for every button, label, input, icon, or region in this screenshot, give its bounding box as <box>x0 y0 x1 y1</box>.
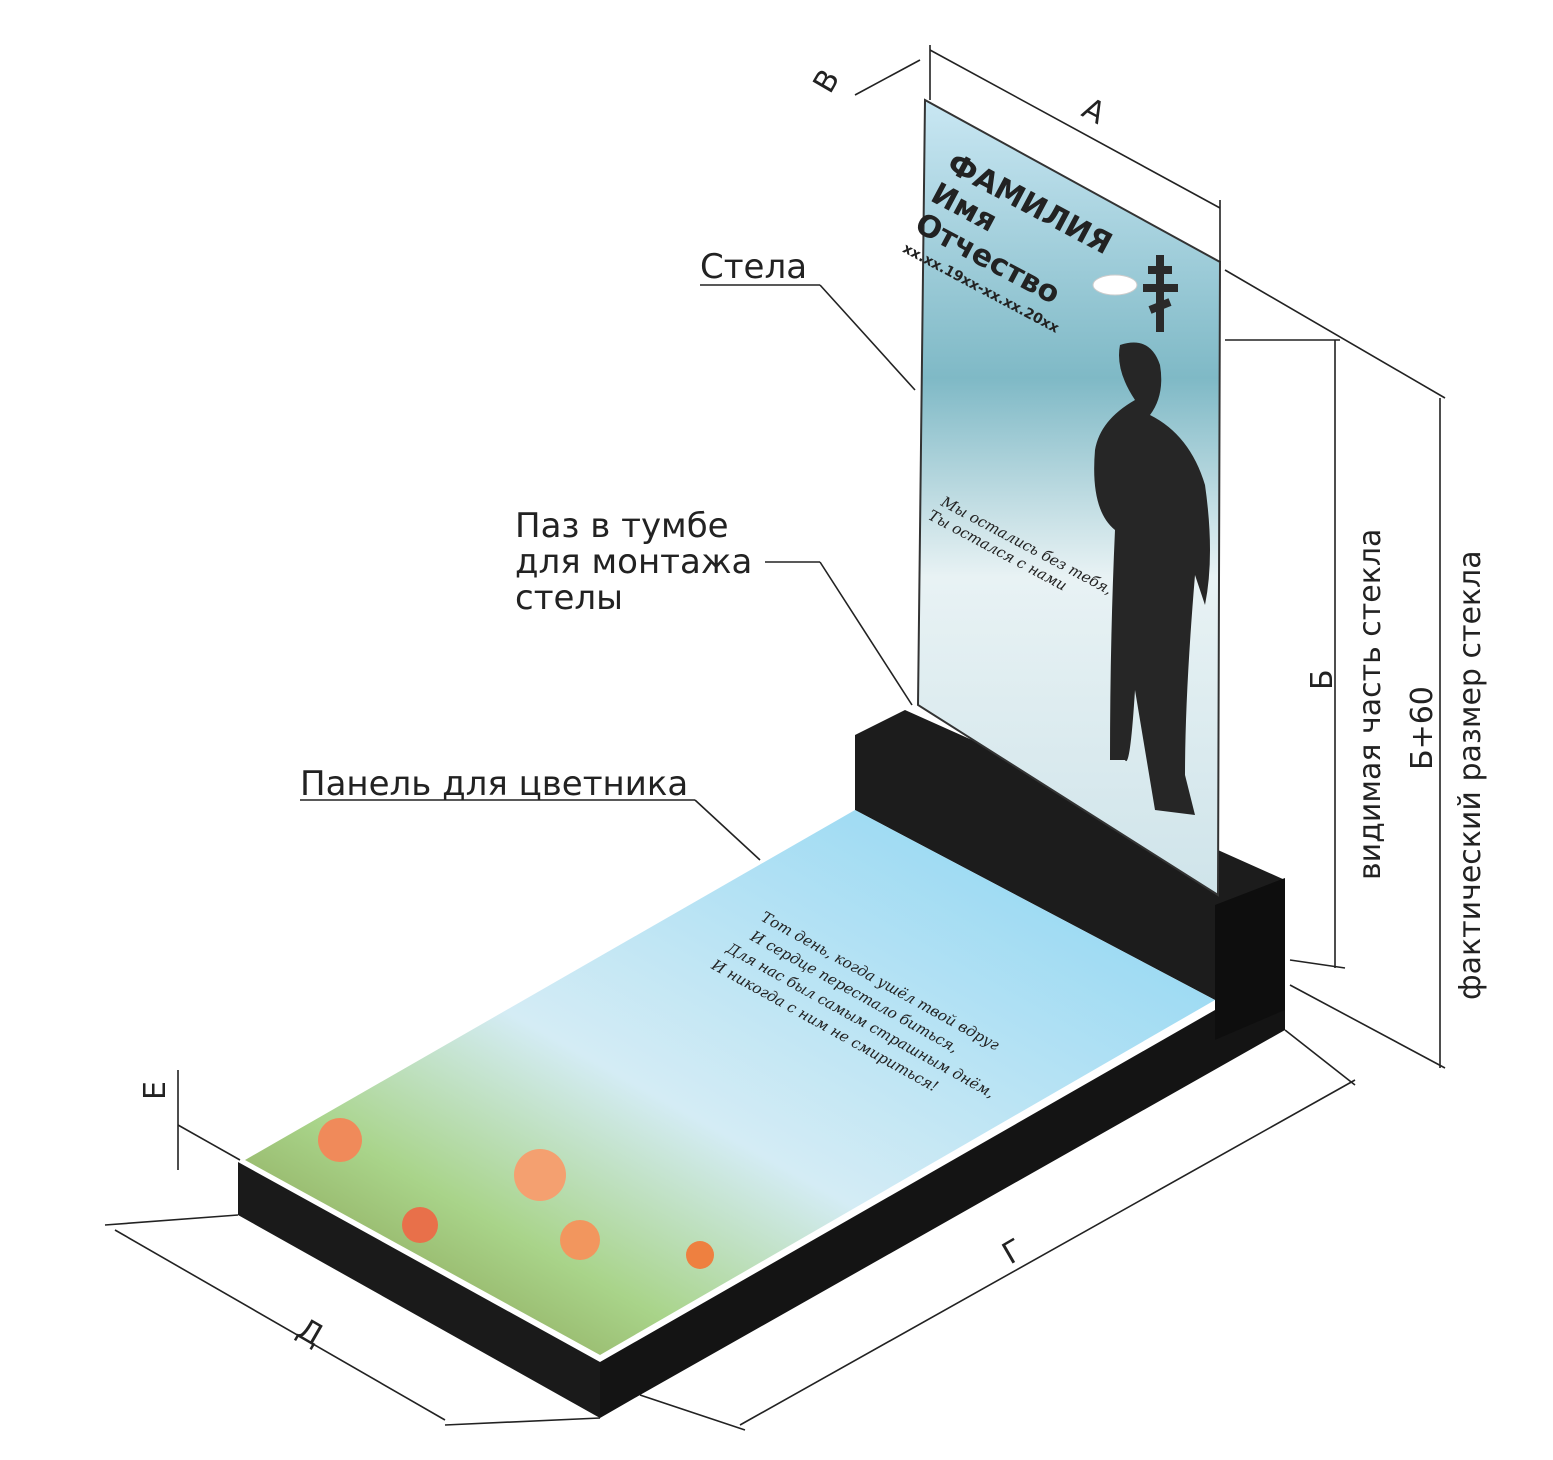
dim-actual-glass: фактический размер стекла <box>1453 550 1488 1000</box>
base-slab <box>238 1010 1285 1418</box>
label-stele: Стела <box>700 247 807 287</box>
dim-a: А <box>1076 91 1111 132</box>
dim-visible-glass: видимая часть стекла <box>1353 529 1388 880</box>
flowers-decoration <box>318 1118 714 1269</box>
stand-tumba <box>855 710 1285 1040</box>
orthodox-cross-icon <box>1143 255 1178 332</box>
dim-v: В <box>807 64 848 99</box>
dim-b: Б <box>1305 669 1340 690</box>
dim-b-plus-60: Б+60 <box>1405 686 1440 770</box>
dim-e: Е <box>138 1081 173 1100</box>
label-flower-panel: Панель для цветника <box>300 764 688 804</box>
label-groove-line-1: Паз в тумбе <box>515 506 729 546</box>
dimension-lines <box>104 45 1446 1431</box>
dim-d: Д <box>291 1312 329 1354</box>
man-silhouette <box>1094 342 1210 815</box>
flower-panel <box>245 810 1215 1355</box>
dove-icon <box>1092 274 1138 296</box>
label-groove-line-2: для монтажа <box>515 542 752 582</box>
label-groove-line-3: стелы <box>515 578 623 618</box>
